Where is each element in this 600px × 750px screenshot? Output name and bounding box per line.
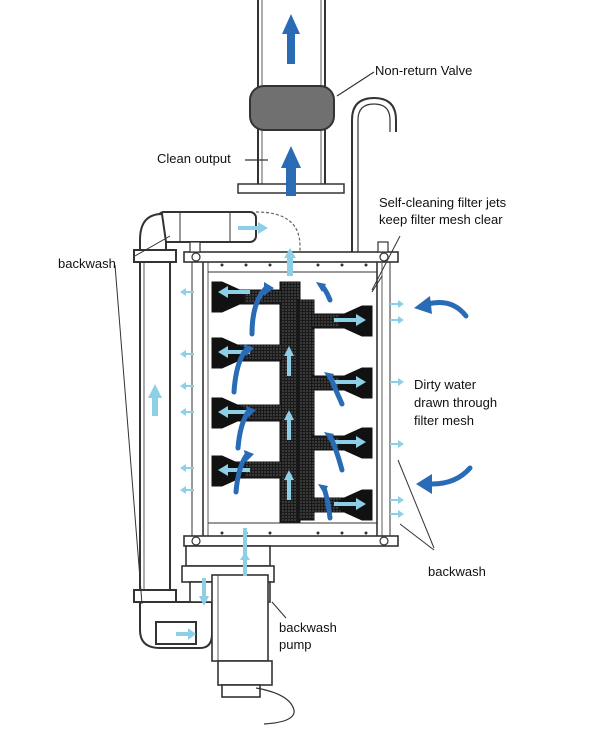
label-backwash-right: backwash	[428, 564, 486, 579]
label-backwash-pump-1: backwash	[279, 620, 337, 635]
non-return-valve	[249, 85, 335, 131]
jet-flow-arrows	[218, 222, 366, 510]
valve-leader-line	[336, 71, 375, 97]
label-self-cleaning-1: Self-cleaning filter jets	[379, 195, 507, 210]
label-dirty-water-2: drawn through	[414, 395, 498, 410]
inner-curved-arrow-heads	[244, 282, 334, 494]
backwash-left-leader-2	[114, 264, 143, 605]
label-dirty-water-1: Dirty water	[414, 377, 477, 392]
mesh-arrows-right	[390, 300, 404, 518]
backwash-left-leader	[134, 235, 171, 257]
backwash-pipe	[133, 211, 257, 649]
dashed-elbow	[255, 211, 301, 259]
label-backwash-left: backwash	[58, 256, 116, 271]
label-backwash-pump-2: pump	[279, 637, 312, 652]
backwash-up-arrow	[148, 384, 162, 416]
pump-flow-arrows	[176, 528, 250, 640]
outlet-flow-arrow	[281, 14, 301, 196]
right-leader-lines	[371, 235, 435, 551]
label-dirty-water-3: filter mesh	[414, 413, 474, 428]
label-non-return-valve: Non-return Valve	[375, 63, 473, 78]
mesh-arrows-left	[180, 288, 194, 494]
housing-bolts	[189, 241, 389, 546]
label-clean-output: Clean output	[157, 151, 231, 166]
label-self-cleaning-2: keep filter mesh clear	[379, 212, 503, 227]
jet-supply-pipe	[351, 96, 397, 252]
pump-leader	[271, 601, 287, 619]
dirty-water-inflow-arrows	[414, 296, 473, 494]
